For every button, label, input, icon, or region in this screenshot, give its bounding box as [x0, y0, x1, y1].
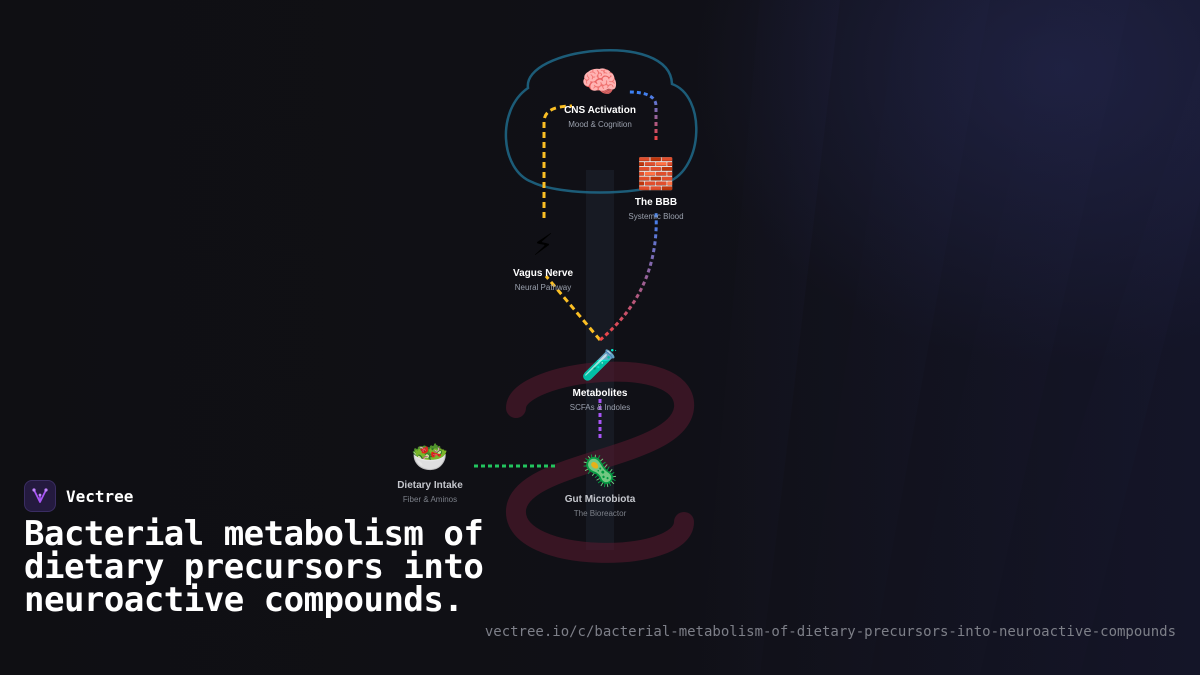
pathway-metabolites-to-bbb: [599, 211, 658, 342]
lightning-icon: ⚡: [532, 228, 554, 263]
gut-coil-outline: [506, 361, 694, 563]
brand-header[interactable]: Vectree: [24, 479, 133, 513]
brand-name: Vectree: [66, 486, 134, 506]
node-title: Metabolites: [572, 388, 628, 399]
node-dietary-intake: 🥗 Dietary Intake Fiber & Aminos: [355, 441, 505, 505]
node-title: CNS Activation: [564, 105, 636, 116]
test-tube-icon: 🧪: [581, 348, 619, 383]
microbe-icon: 🦠: [581, 454, 619, 489]
salad-bowl-icon: 🥗: [411, 440, 449, 475]
vectree-logo-icon: [24, 480, 56, 512]
brain-outline: [504, 49, 698, 194]
node-subtitle: Systemic Blood: [628, 212, 684, 221]
node-title: Gut Microbiota: [564, 494, 636, 505]
node-title: Dietary Intake: [397, 480, 463, 491]
node-gut-microbiota: 🦠 Gut Microbiota The Bioreactor: [525, 455, 675, 519]
node-cns-activation: 🧠 CNS Activation Mood & Cognition: [525, 66, 675, 130]
node-metabolites: 🧪 Metabolites SCFAs & Indoles: [525, 349, 675, 413]
node-subtitle: The Bioreactor: [573, 509, 627, 518]
brick-wall-icon: 🧱: [637, 157, 675, 192]
spinal-column: [586, 170, 614, 550]
brain-icon: 🧠: [581, 65, 619, 100]
node-subtitle: Mood & Cognition: [568, 120, 632, 129]
pathway-metabolites-to-vagus: [544, 275, 602, 341]
page-title: Bacterial metabolism of dietary precurso…: [24, 514, 484, 620]
page-url-link[interactable]: vectree.io/c/bacterial-metabolism-of-die…: [484, 624, 1176, 640]
pathway-bbb-to-cns: [627, 90, 658, 140]
node-vagus-nerve: ⚡ Vagus Nerve Neural Pathway: [468, 229, 618, 293]
node-subtitle: Neural Pathway: [514, 283, 572, 292]
node-title: The BBB: [634, 197, 678, 208]
node-the-bbb: 🧱 The BBB Systemic Blood: [581, 158, 731, 222]
node-title: Vagus Nerve: [512, 268, 574, 279]
node-subtitle: Fiber & Aminos: [402, 495, 458, 504]
node-subtitle: SCFAs & Indoles: [569, 403, 631, 412]
